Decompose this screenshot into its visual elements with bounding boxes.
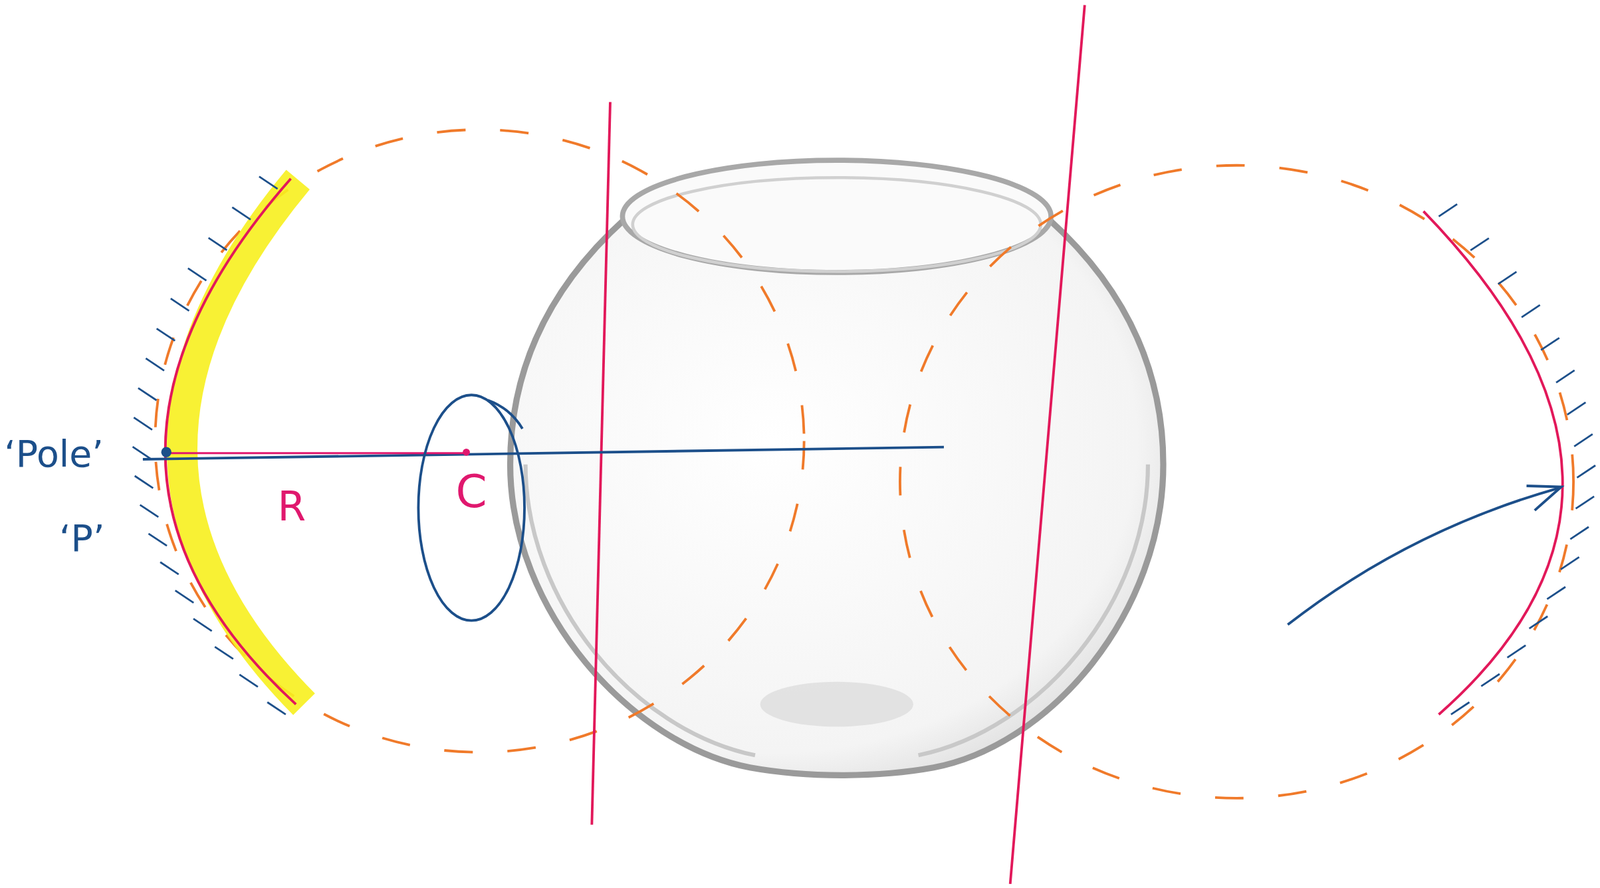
hatch-mark: [214, 646, 234, 659]
handwritten-label: R: [277, 483, 307, 530]
hatch-mark: [1546, 586, 1566, 599]
handwritten-label: ‘Pole’: [3, 434, 104, 475]
hatch-mark: [156, 328, 176, 341]
handwritten-label: ‘P’: [59, 518, 105, 560]
centre-circle: C: [416, 392, 527, 623]
hatch-mark: [175, 590, 195, 603]
hatch-mark: [1556, 370, 1575, 383]
hatch-mark: [1574, 434, 1593, 447]
hatch-mark: [160, 562, 179, 575]
radius-line: [166, 452, 466, 455]
hatch-mark: [140, 505, 159, 518]
pole-dot: [161, 447, 172, 458]
hatch-mark: [132, 446, 152, 459]
hatch-mark: [148, 533, 167, 546]
hatch-mark: [1540, 337, 1560, 350]
hatch-mark: [188, 268, 207, 281]
hatch-mark: [1481, 674, 1500, 686]
hatch-mark: [1438, 204, 1458, 217]
hatch-mark: [208, 237, 228, 250]
convex-mirror: [1423, 211, 1563, 715]
highlight: [182, 179, 304, 704]
arrow-head: [1526, 485, 1561, 511]
hatch-mark: [145, 358, 165, 371]
hatch-mark: [1507, 645, 1527, 658]
hatch-mark: [1498, 271, 1517, 284]
sphere-outline: [900, 165, 1574, 799]
hatch-mark: [193, 618, 213, 631]
hatch-mark: [1576, 496, 1595, 509]
hatch-mark: [134, 475, 154, 488]
pointer-arrow: [1287, 487, 1559, 625]
hatch-mark: [1521, 305, 1541, 318]
mirror-hatching: [132, 176, 286, 715]
mirror-hatching: [1438, 204, 1596, 715]
hatch-mark: [170, 298, 190, 311]
hatch-mark: [267, 702, 286, 715]
hatch-mark: [1470, 237, 1489, 250]
centre-dot: [462, 448, 470, 457]
concave-mirror: [165, 178, 297, 705]
ring: [418, 394, 525, 621]
hatch-mark: [259, 176, 278, 189]
hatch-mark: [231, 207, 251, 220]
hatch-mark: [1451, 702, 1470, 715]
hatch-mark: [138, 388, 157, 401]
hatch-mark: [133, 417, 153, 430]
fishbowl: [510, 160, 1164, 776]
sphere-outline: [154, 129, 804, 753]
hatch-mark: [1560, 557, 1580, 570]
hatch-mark: [1576, 465, 1596, 478]
hatch-mark: [1529, 616, 1549, 629]
point-label: C: [456, 467, 488, 518]
cut-line: [1010, 5, 1085, 885]
hatch-mark: [1567, 402, 1587, 415]
hatch-mark: [239, 674, 258, 687]
principal-axis: [142, 447, 944, 460]
cut-line: [591, 102, 611, 825]
hatch-mark: [1570, 527, 1589, 540]
